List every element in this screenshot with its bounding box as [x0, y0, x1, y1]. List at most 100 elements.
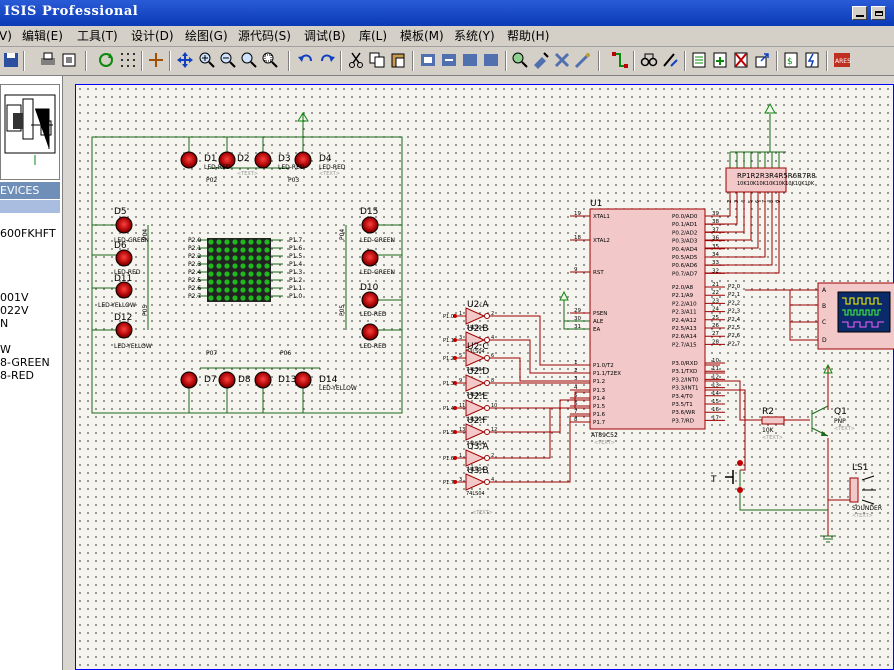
grid-icon[interactable]	[119, 51, 137, 69]
menu-edit[interactable]: 编辑(E)	[22, 29, 63, 43]
led-d9[interactable]	[361, 323, 379, 341]
block-rotate-icon[interactable]	[461, 51, 479, 69]
led-d2[interactable]	[218, 151, 236, 169]
add-sheet-icon[interactable]	[711, 51, 729, 69]
led-d11[interactable]	[115, 281, 133, 299]
menu-help[interactable]: 帮助(H)	[507, 29, 550, 43]
pick-device-icon[interactable]	[511, 51, 529, 69]
redo-icon[interactable]	[318, 51, 336, 69]
menu-library[interactable]: 库(L)	[359, 29, 388, 43]
led-d12[interactable]	[115, 321, 133, 339]
refresh-icon[interactable]	[97, 51, 115, 69]
inverter-out-pin: 4	[491, 477, 494, 483]
matrix-right-pin: P1.3	[289, 269, 302, 276]
inverter-gate[interactable]	[453, 374, 500, 392]
device-item[interactable]: 8-RED	[0, 369, 35, 382]
left-panel: EVICES 600FKHFT 001V 022V N W 8-GREEN 8-…	[0, 76, 64, 670]
electrical-rule-check-icon[interactable]	[803, 51, 821, 69]
block-copy-icon[interactable]	[419, 51, 437, 69]
wire-autorouter-icon[interactable]	[611, 51, 629, 69]
led-d5[interactable]	[115, 216, 133, 234]
menu-source[interactable]: 源代码(S)	[238, 29, 291, 43]
resistor-pack-rp1[interactable]	[725, 102, 787, 193]
block-move-icon[interactable]	[440, 51, 458, 69]
cut-icon[interactable]	[347, 51, 365, 69]
device-selected-row[interactable]	[0, 200, 60, 213]
overview-window[interactable]	[0, 84, 60, 180]
led-d6[interactable]	[115, 249, 133, 267]
device-item[interactable]: 022V	[0, 304, 29, 317]
menu-design[interactable]: 设计(D)	[131, 29, 174, 43]
restore-button[interactable]	[871, 6, 886, 20]
editing-window[interactable]: D1 D2 D3 D4 LED-RED LED-RED LED-RED P02 …	[63, 76, 894, 670]
inverter-gate[interactable]	[453, 473, 500, 491]
make-device-icon[interactable]	[532, 51, 550, 69]
inverter-gate[interactable]	[453, 449, 500, 467]
menu-view[interactable]: V)	[0, 29, 12, 43]
led-d4[interactable]	[294, 151, 312, 169]
mcu-u1[interactable]	[589, 208, 706, 430]
search-icon[interactable]	[640, 51, 658, 69]
property-assignment-icon[interactable]	[661, 51, 679, 69]
led-d10[interactable]	[361, 291, 379, 309]
ground-symbol	[820, 535, 836, 543]
inverter-gate[interactable]	[453, 307, 500, 325]
netlist-to-ares-icon[interactable]: ARES	[833, 51, 851, 69]
led-d3[interactable]	[254, 151, 272, 169]
device-item[interactable]: 8-GREEN	[0, 356, 50, 369]
led-d8[interactable]	[218, 371, 236, 389]
zoom-out-icon[interactable]	[219, 51, 237, 69]
push-button-switch[interactable]	[725, 460, 743, 493]
packaging-icon[interactable]	[553, 51, 571, 69]
sounder-ls1[interactable]	[849, 475, 876, 505]
zoom-in-icon[interactable]	[198, 51, 216, 69]
inverter-gate[interactable]	[453, 423, 500, 441]
menu-template[interactable]: 模板(M)	[400, 29, 444, 43]
led-matrix[interactable]	[207, 238, 271, 302]
transistor-q1[interactable]	[811, 405, 829, 437]
bill-of-materials-icon[interactable]: $	[782, 51, 800, 69]
part-d15: LED-GREEN	[360, 237, 395, 244]
led-d7[interactable]	[180, 371, 198, 389]
oscilloscope[interactable]	[817, 282, 894, 350]
zoom-all-icon[interactable]	[240, 51, 258, 69]
print-area-icon[interactable]	[60, 51, 78, 69]
wires-p2	[745, 289, 818, 341]
menu-graph[interactable]: 绘图(G)	[185, 29, 228, 43]
minimize-button[interactable]	[852, 6, 867, 20]
pan-icon[interactable]	[176, 51, 194, 69]
inverter-gate[interactable]	[453, 399, 500, 417]
origin-icon[interactable]	[147, 51, 165, 69]
inverter-gate[interactable]	[453, 349, 500, 367]
block-delete-icon[interactable]	[482, 51, 500, 69]
decompose-icon[interactable]	[574, 51, 592, 69]
print-icon[interactable]	[39, 51, 57, 69]
led-d14[interactable]	[294, 371, 312, 389]
menu-system[interactable]: 系统(Y)	[454, 29, 495, 43]
led-d15[interactable]	[361, 216, 379, 234]
led-d14r[interactable]	[361, 249, 379, 267]
led-d13[interactable]	[254, 371, 272, 389]
remove-sheet-icon[interactable]	[732, 51, 750, 69]
mcu-pin-num: 27	[712, 331, 719, 337]
schematic-drawing[interactable]: D1 D2 D3 D4 LED-RED LED-RED LED-RED P02 …	[63, 76, 894, 670]
menu-debug[interactable]: 调试(B)	[304, 29, 346, 43]
device-item[interactable]: W	[0, 343, 11, 356]
new-sheet-icon[interactable]	[690, 51, 708, 69]
menu-tools[interactable]: 工具(T)	[77, 29, 118, 43]
led-d1[interactable]	[180, 151, 198, 169]
paste-icon[interactable]	[389, 51, 407, 69]
copy-icon[interactable]	[368, 51, 386, 69]
zoom-area-icon[interactable]	[261, 51, 279, 69]
device-item[interactable]: 600FKHFT	[0, 227, 56, 240]
wires-p3	[705, 364, 850, 536]
inverter-ref: U2:F	[467, 416, 488, 426]
save-icon[interactable]	[2, 51, 20, 69]
undo-icon[interactable]	[297, 51, 315, 69]
device-item[interactable]: N	[0, 317, 9, 330]
exit-to-parent-icon[interactable]	[753, 51, 771, 69]
device-item[interactable]: 001V	[0, 291, 29, 304]
resistor-r2[interactable]	[761, 416, 785, 425]
inverter-gate[interactable]	[453, 331, 500, 349]
mcu-pin-num: 34	[712, 252, 719, 258]
